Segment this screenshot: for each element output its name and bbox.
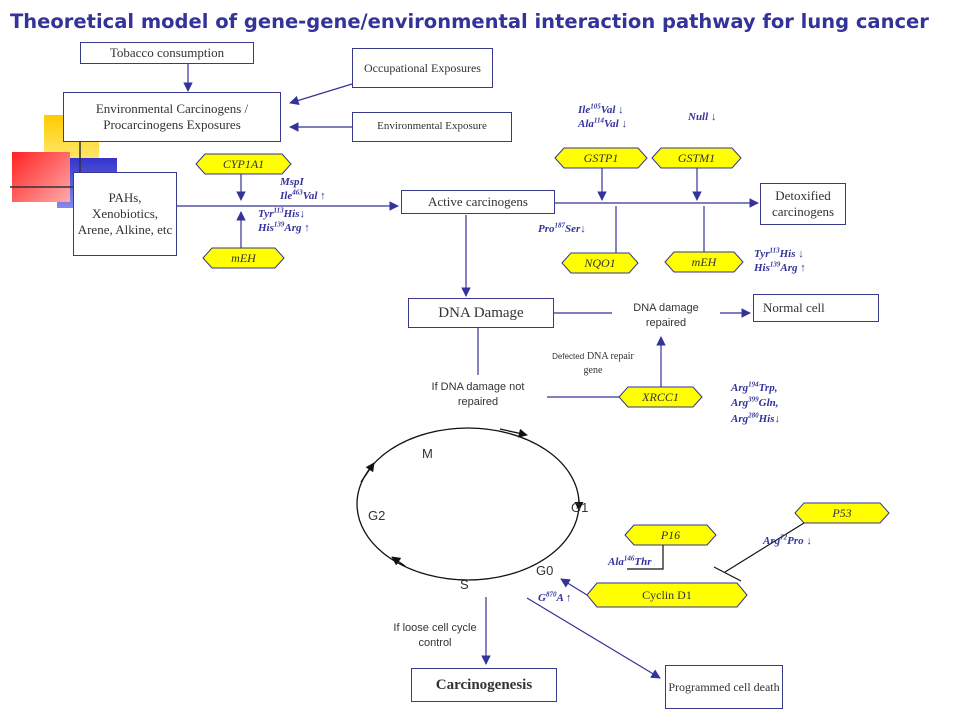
arrow-occupational-to-env <box>289 83 353 106</box>
null-label: Null <box>688 111 709 123</box>
arrow-g0-to-death <box>526 597 661 679</box>
line-p53-inhibit <box>724 522 805 573</box>
p53-variants: Arg72Pro ↓ <box>763 533 812 547</box>
loose-control-note: If loose cell cycle control <box>393 622 477 649</box>
carcinogenesis-box: Carcinogenesis <box>411 668 557 702</box>
dna-repaired-note: DNA damage repaired <box>633 302 699 329</box>
detoxified-box: Detoxified carcinogens <box>760 183 846 225</box>
phase-s: S <box>460 577 469 592</box>
gene-cyp1a1: CYP1A1 <box>222 157 265 171</box>
tobacco-box: Tobacco consumption <box>80 42 254 64</box>
hexagon-cyclin-d1 <box>586 582 748 608</box>
defected-rest: DNA repair gene <box>583 351 634 376</box>
cycle-arrow-top <box>499 428 528 438</box>
gene-xrcc1: XRCC1 <box>642 390 679 404</box>
p16-variants: Ala146Thr <box>608 554 652 568</box>
phase-g2: G2 <box>368 508 386 523</box>
cell-cycle-circle <box>356 427 580 581</box>
gstp1-variants: Ile105Val ↓ Ala114Val ↓ <box>578 103 627 132</box>
gene-p16: P16 <box>660 528 681 542</box>
decor-red-square <box>12 152 70 202</box>
dna-damage-box: DNA Damage <box>408 298 554 328</box>
gene-gstp1: GSTP1 <box>583 151 619 165</box>
hexagon-meh-right <box>664 251 744 273</box>
gene-meh-left: mEH <box>231 251 256 265</box>
gene-p53: P53 <box>832 506 852 520</box>
hexagon-xrcc1 <box>618 386 703 408</box>
phase-m: M <box>422 446 433 461</box>
ile105-label: Ile105Val ↓ <box>578 102 624 116</box>
defected-prefix: Defected <box>552 352 585 361</box>
mspi-label: MspI <box>280 176 304 188</box>
env-carcinogens-box: Environmental Carcinogens / Procarcinoge… <box>63 92 281 142</box>
gene-meh-right: mEH <box>691 255 717 269</box>
hexagon-p16 <box>624 524 717 546</box>
phase-g0: G0 <box>536 563 554 578</box>
pahs-box: PAHs, Xenobiotics, Arene, Alkine, etc <box>73 172 177 256</box>
gene-cyclin-d1: Cyclin D1 <box>642 588 692 602</box>
gstm1-variants: Null ↓ <box>688 111 717 123</box>
programmed-death-box: Programmed cell death <box>665 665 783 709</box>
meh-right-variants: Tyr113His ↓ His139Arg ↑ <box>754 246 806 275</box>
hexagon-nqo1 <box>561 252 639 274</box>
his139-label: His139Arg ↑ <box>258 220 310 235</box>
normal-cell-box: Normal cell <box>753 294 879 322</box>
defected-repair-note: Defected DNA repair gene <box>545 350 641 377</box>
gene-nqo1: NQO1 <box>584 256 616 270</box>
ile463-label: Ile463Val ↑ <box>280 188 326 203</box>
hexagon-cyp1a1 <box>195 153 292 175</box>
hexagon-meh-left <box>202 247 285 269</box>
meh-left-variants: Tyr113His↓ His139Arg ↑ <box>258 207 310 236</box>
hexagon-gstp1 <box>554 147 648 169</box>
cycle-arrow-bottom <box>391 556 406 567</box>
cyp1a1-variants: MspI Ile463Val ↑ <box>280 175 326 204</box>
cyclin-d1-variants: G870A ↑ <box>538 590 572 604</box>
env-exposure-box: Environmental Exposure <box>352 112 512 142</box>
gene-gstm1: GSTM1 <box>677 151 716 165</box>
not-repaired-note: If DNA damage not repaired <box>431 381 525 408</box>
cycle-arrow-left <box>360 462 375 483</box>
hexagon-gstm1 <box>651 147 742 169</box>
page-title: Theoretical model of gene-gene/environme… <box>10 10 929 33</box>
tyr113-label: Tyr113His↓ <box>258 206 306 220</box>
active-carcinogens-box: Active carcinogens <box>401 190 555 214</box>
arrow-cyclin-to-g0 <box>560 578 588 596</box>
ala114-label: Ala114Val ↓ <box>578 116 627 131</box>
xrcc1-variants: Arg194Trp, Arg399Gln, Arg280His↓ <box>731 380 781 425</box>
line-p16-inhibit <box>627 545 664 570</box>
phase-g1: G1 <box>571 500 589 515</box>
line-p53-bar <box>713 566 742 582</box>
nqo1-variants: Pro187Ser↓ <box>538 221 586 235</box>
occupational-box: Occupational Exposures <box>352 48 493 88</box>
